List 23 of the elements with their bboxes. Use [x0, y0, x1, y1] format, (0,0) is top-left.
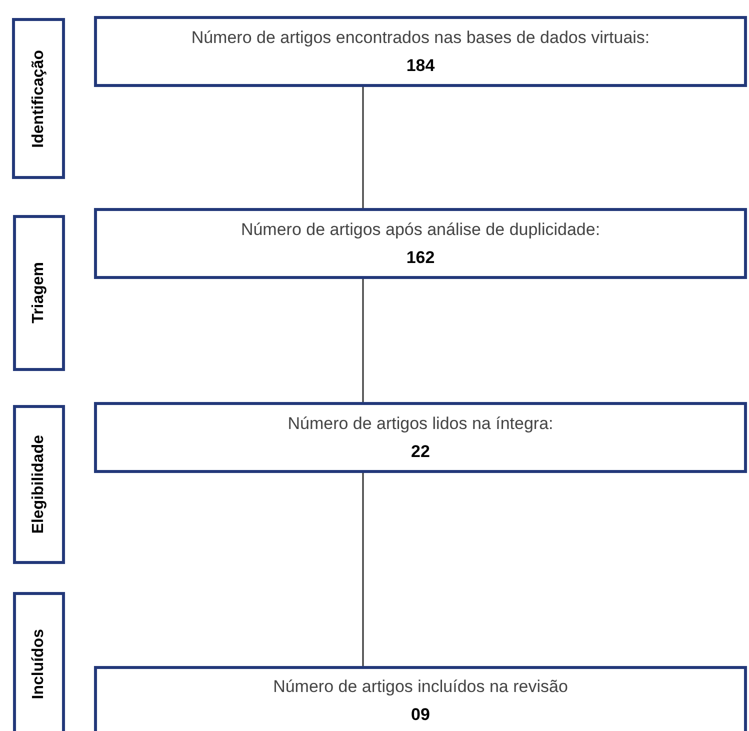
process-box [94, 666, 747, 731]
process-box [94, 402, 747, 473]
step-description: Número de artigos após análise de duplicidade: [240, 220, 600, 240]
phase-label-box [13, 405, 65, 564]
phase-label-box [12, 18, 65, 179]
step-description: Número de artigos encontrados nas bases de dados virtuais: [191, 28, 650, 48]
article-count: 184 [406, 56, 435, 76]
process-box [94, 208, 747, 279]
phase-label-box [13, 592, 65, 731]
article-count: 09 [411, 705, 430, 725]
article-count: 22 [411, 442, 430, 462]
connector-line [362, 87, 364, 208]
connector-line [362, 279, 364, 402]
article-count: 162 [406, 248, 435, 268]
process-box [94, 16, 747, 87]
step-description: Número de artigos lidos na íntegra: [288, 414, 554, 434]
connector-line [362, 473, 364, 666]
phase-label: Elegibilidade [30, 435, 48, 534]
phase-label: Identificação [30, 50, 48, 148]
phase-label: Incluídos [30, 629, 48, 700]
phase-label: Triagem [30, 262, 48, 324]
step-description: Número de artigos incluídos na revisão [273, 677, 568, 697]
phase-label-box [13, 215, 65, 371]
